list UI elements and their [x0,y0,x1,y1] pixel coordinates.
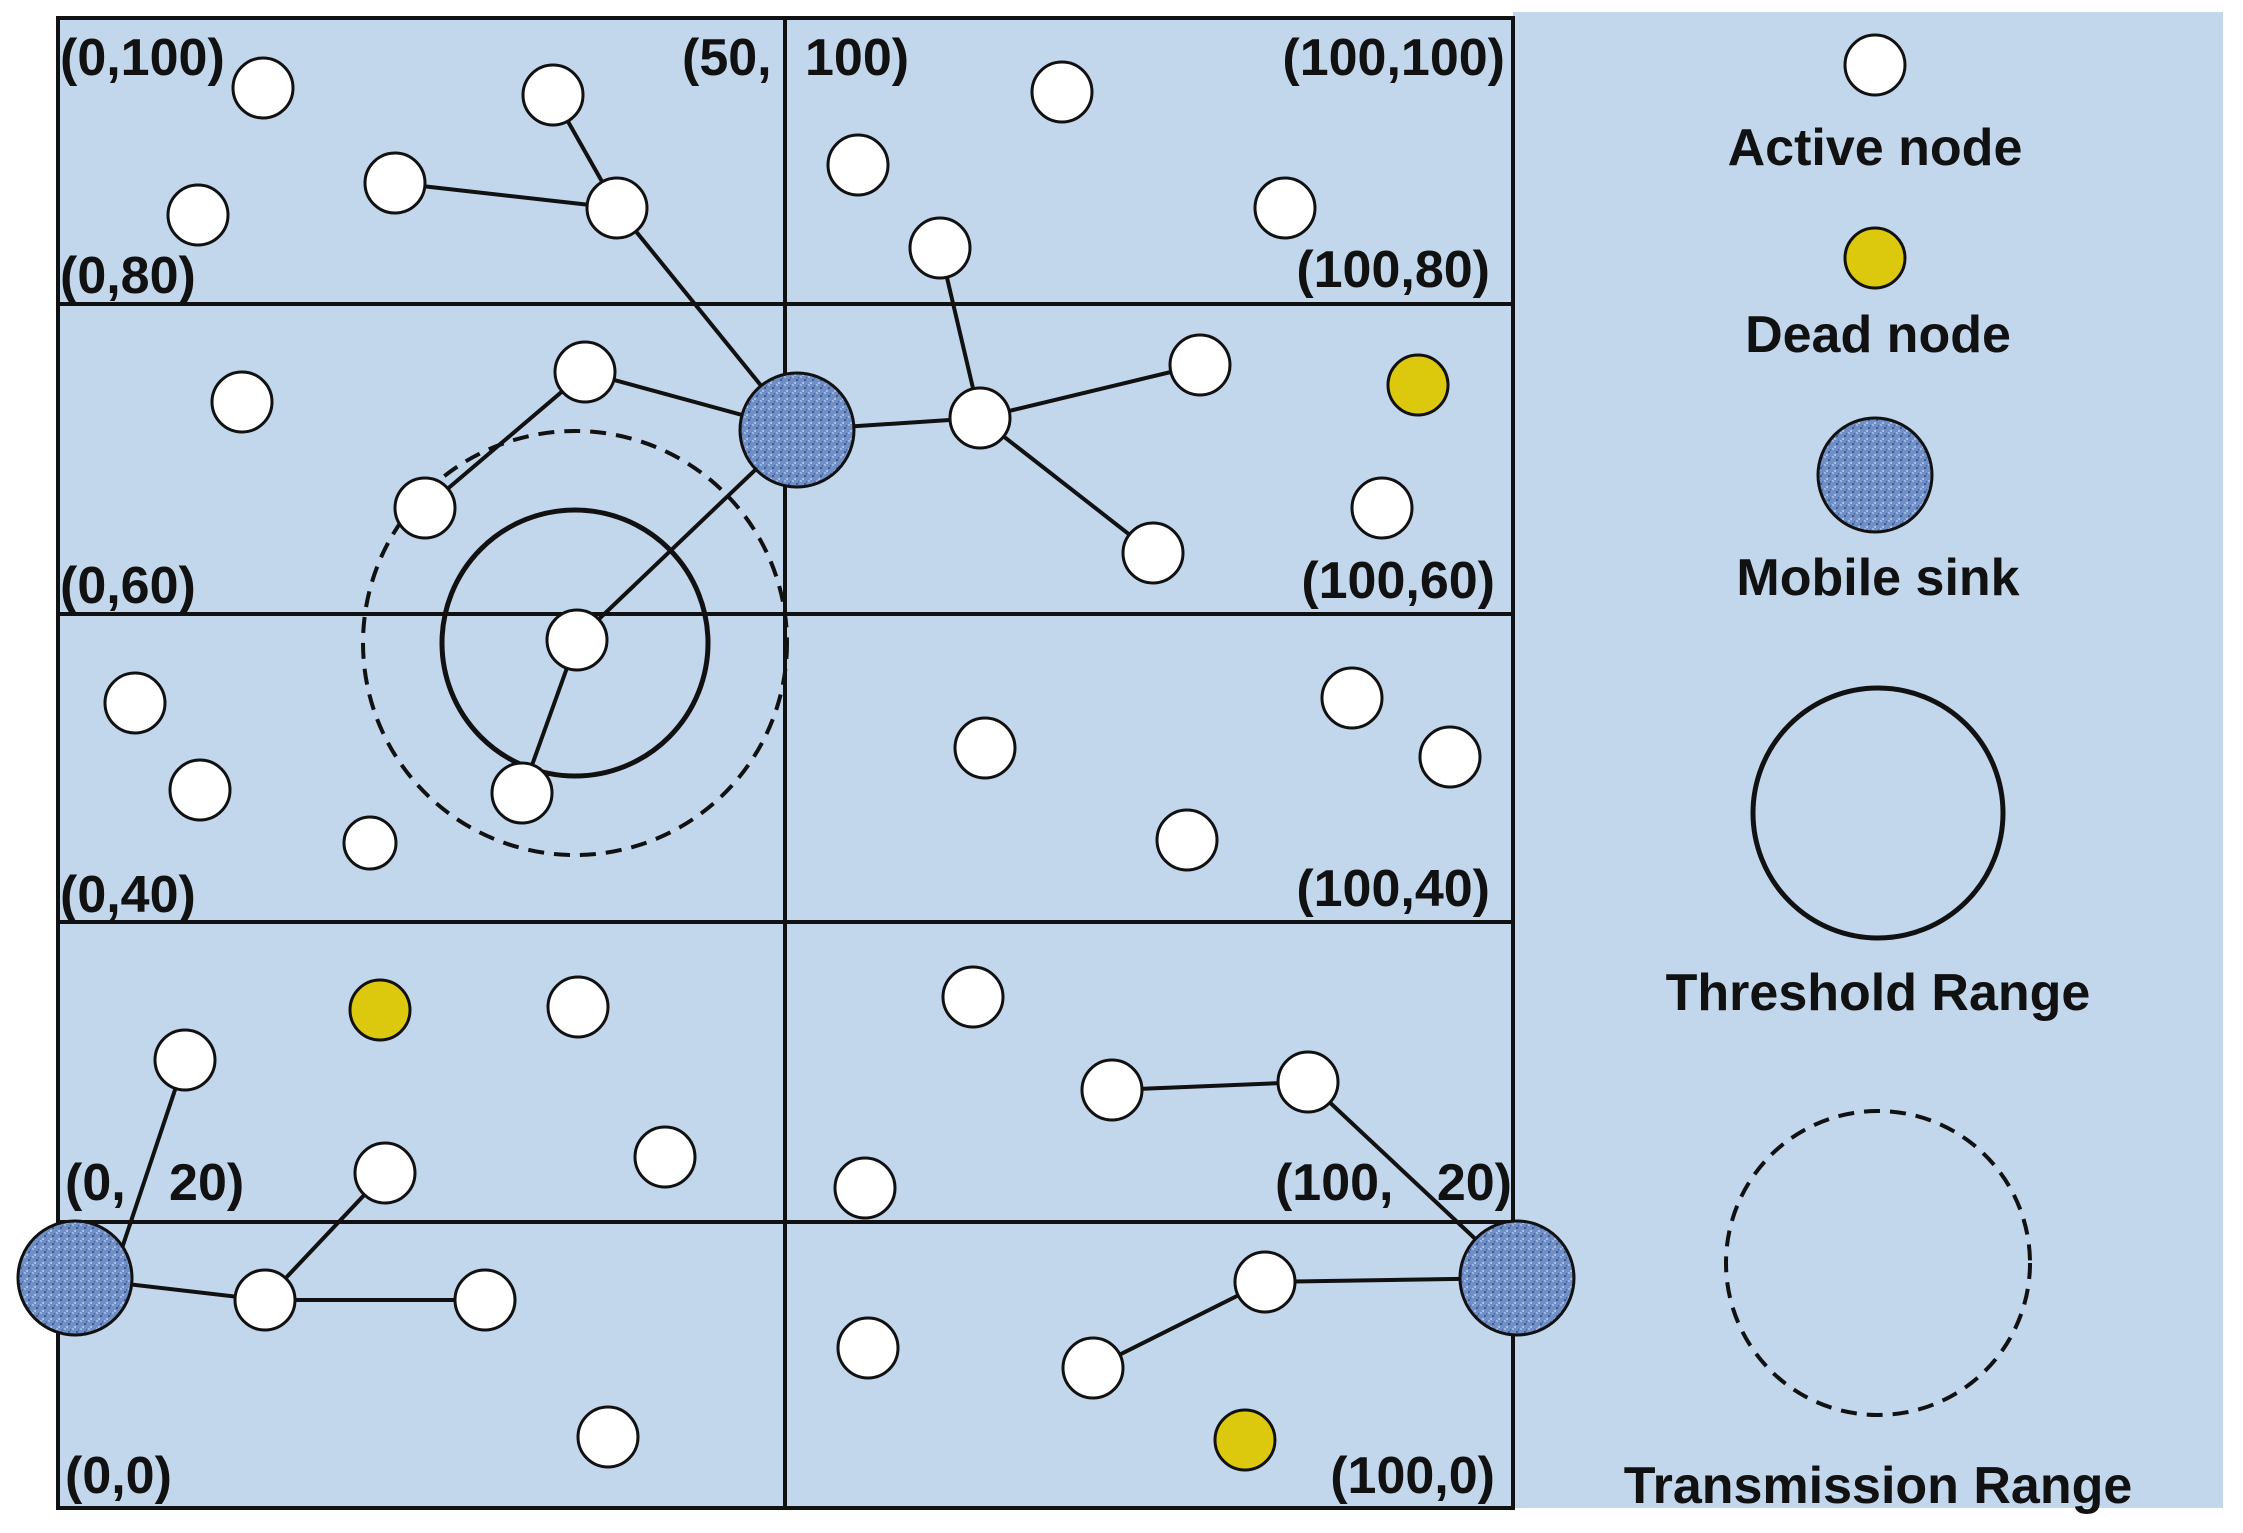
coordinate-labels: (0,100) (50, 100) (100,100) (0,80) (100,… [60,29,1512,1505]
coord-label-100-80: (100,80) [1296,241,1490,299]
coord-label-0-100: (0,100) [60,29,225,87]
active-node [833,1156,897,1220]
coord-label-50-100-a: (50, [682,29,772,87]
mobile-sinks [16,371,1576,1337]
legend-mobile-sink-label: Mobile sink [1736,549,2019,607]
legend: Active node Dead node Mobile sink Thresh… [1624,33,2133,1515]
link [110,1059,187,1279]
coord-label-0-60: (0,60) [60,557,196,615]
active-node [363,151,427,215]
active-node [1276,1050,1340,1114]
coord-label-100-40: (100,40) [1296,860,1490,918]
link [1092,1280,1266,1370]
transmission-range-circle [361,429,789,857]
active-node [1233,1250,1297,1314]
mobile-sink [738,371,856,489]
active-node [166,183,230,247]
active-node [393,476,457,540]
active-node [545,608,609,672]
active-node [1418,725,1482,789]
threshold-range-circle [439,507,711,779]
legend-transmission-range-label: Transmission Range [1624,1457,2133,1515]
link [423,370,587,510]
active-node [1080,1058,1144,1122]
dead-nodes [348,353,1450,1472]
coord-label-100-0: (100,0) [1330,1447,1495,1505]
link [978,416,1155,555]
active-node [1168,333,1232,397]
legend-dead-node-swatch [1843,226,1907,290]
link [1111,1080,1309,1092]
active-node [941,965,1005,1029]
active-node [908,216,972,280]
active-node [168,758,232,822]
legend-mobile-sink-swatch [1816,416,1934,534]
active-node [948,386,1012,450]
active-node [553,340,617,404]
active-node [1121,521,1185,585]
active-node [521,63,585,127]
active-node [233,1268,297,1332]
legend-transmission-range-swatch [1724,1109,2032,1417]
legend-active-node-swatch [1843,33,1907,97]
coord-label-0-40: (0,40) [60,866,196,924]
dead-node [1213,1408,1277,1472]
coord-label-0-80: (0,80) [60,247,196,305]
active-node [210,370,274,434]
coord-label-50-100-b: 100) [805,29,909,87]
coord-label-100-100: (100,100) [1282,29,1505,87]
link [394,181,618,210]
coord-label-100-20: (100, 20) [1275,1154,1512,1212]
active-node [342,815,398,871]
legend-active-node-label: Active node [1728,119,2023,177]
active-node [633,1125,697,1189]
active-node [546,975,610,1039]
mobile-sink [1458,1219,1576,1337]
active-node [353,1141,417,1205]
legend-dead-node-label: Dead node [1745,306,2011,364]
active-node [231,56,295,120]
active-node [1253,176,1317,240]
active-node [153,1028,217,1092]
active-node [1155,808,1219,872]
active-node [576,1405,640,1469]
active-node [1350,476,1414,540]
legend-threshold-range-swatch [1750,685,2006,941]
active-node [103,671,167,735]
active-node [826,133,890,197]
active-node [1320,666,1384,730]
legend-threshold-range-label: Threshold Range [1666,964,2091,1022]
mobile-sink [16,1219,134,1337]
active-node [585,176,649,240]
active-node [1061,1336,1125,1400]
active-node [836,1316,900,1380]
coord-label-0-20: (0, 20) [65,1154,244,1212]
coord-label-0-0: (0,0) [65,1447,172,1505]
active-node [953,716,1017,780]
active-node [453,1268,517,1332]
active-node [1030,60,1094,124]
dead-node [1386,353,1450,417]
link [979,363,1201,420]
active-nodes [103,56,1482,1469]
coord-label-100-60: (100,60) [1301,552,1495,610]
dead-node [348,978,412,1042]
active-node [490,761,554,825]
